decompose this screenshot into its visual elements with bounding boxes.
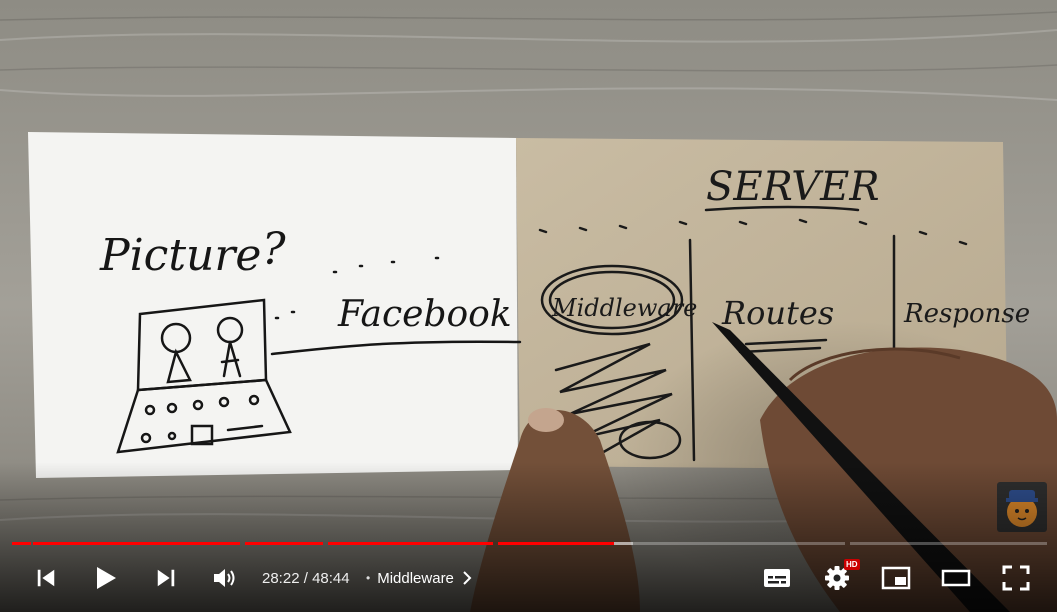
paper-sheet: [28, 132, 518, 478]
skip-next-icon: [157, 569, 175, 587]
fullscreen-button[interactable]: [998, 556, 1034, 600]
chapter-segment[interactable]: [244, 542, 323, 545]
fullscreen-icon: [1002, 565, 1030, 591]
player-controls: 28:22 / 48:44 • Middleware: [0, 556, 1057, 602]
skip-previous-icon: [37, 569, 55, 587]
subtitles-button[interactable]: [760, 556, 794, 600]
play-button[interactable]: [88, 556, 124, 600]
play-icon: [97, 567, 116, 589]
chapter-segment[interactable]: [12, 542, 31, 545]
chapter-segment[interactable]: [327, 542, 494, 545]
chapter-segment[interactable]: [498, 542, 846, 545]
next-button[interactable]: [150, 556, 182, 600]
progress-bar[interactable]: [12, 542, 1047, 547]
miniplayer-button[interactable]: [878, 556, 914, 600]
scene-text-response: Response: [903, 299, 1030, 329]
theater-mode-icon: [941, 569, 971, 587]
time-separator: /: [299, 569, 313, 587]
miniplayer-icon: [881, 566, 911, 590]
time-display: 28:22 / 48:44: [262, 556, 350, 600]
scene-text-middleware: Middleware: [551, 294, 697, 322]
scene-text-question: ?: [262, 224, 286, 275]
scene-text-picture: Picture: [99, 230, 261, 281]
channel-watermark-icon[interactable]: [997, 482, 1047, 532]
scene-text-server: SERVER: [706, 164, 880, 210]
settings-button[interactable]: HD: [820, 556, 860, 600]
chevron-right-icon: [463, 571, 472, 585]
volume-icon: [214, 569, 235, 587]
chapter-title: Middleware: [377, 569, 454, 587]
chapter-segment[interactable]: [32, 542, 240, 545]
subtitles-icon: [764, 569, 790, 587]
chapter-button[interactable]: • Middleware: [366, 556, 474, 600]
chapter-segment[interactable]: [850, 542, 1047, 545]
volume-button[interactable]: [208, 556, 242, 600]
current-time: 28:22: [262, 569, 300, 587]
scene-text-facebook: Facebook: [337, 294, 512, 335]
hd-badge: HD: [844, 559, 860, 570]
previous-button[interactable]: [30, 556, 62, 600]
chapter-dot: •: [366, 571, 371, 585]
gear-icon: [825, 566, 849, 590]
theater-mode-button[interactable]: [938, 556, 974, 600]
duration: 48:44: [312, 569, 350, 587]
